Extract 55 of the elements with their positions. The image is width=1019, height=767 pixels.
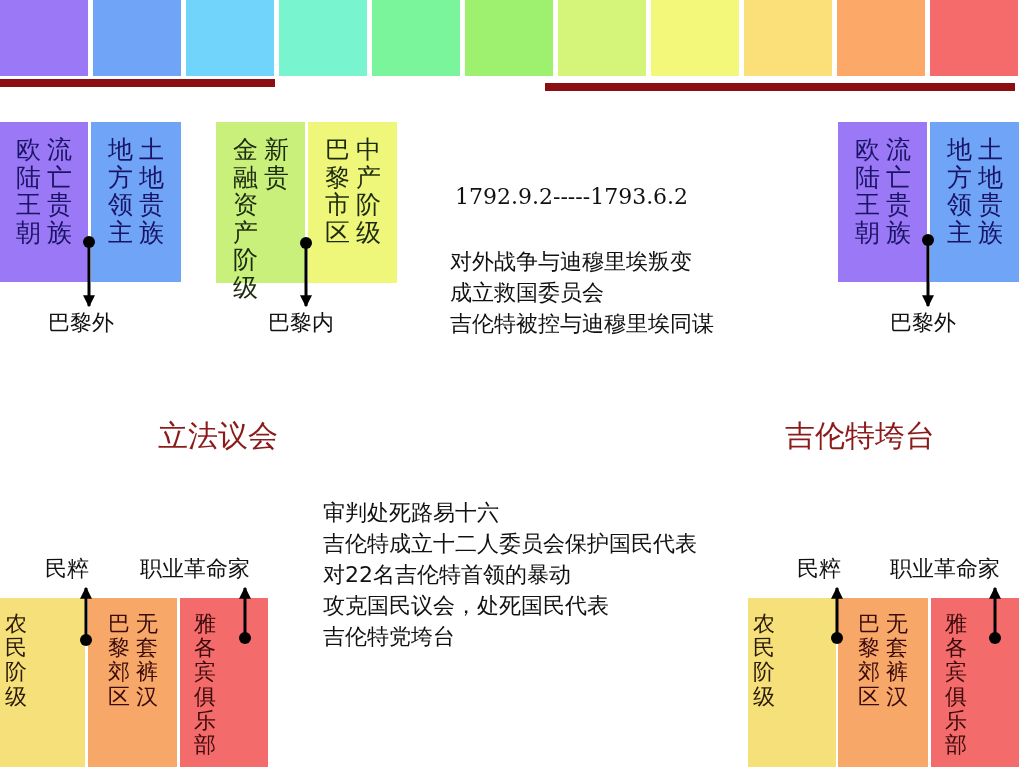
class-box [838, 122, 927, 282]
class-box [930, 122, 1019, 282]
vertical-text: 无套裤汉 [886, 612, 908, 709]
vertical-text: 流亡贵族 [47, 136, 72, 246]
destination-label: 民粹 [797, 556, 841, 583]
event-text: 成立救国委员会 [450, 280, 604, 307]
class-box [838, 598, 928, 767]
vertical-text: 土地贵族 [139, 136, 164, 246]
arrow [80, 586, 92, 646]
destination-label: 职业革命家 [140, 556, 250, 583]
arrow [922, 234, 934, 308]
vertical-text: 巴黎市区 [324, 136, 350, 246]
arrow [83, 236, 95, 308]
vertical-text: 雅各宾俱乐部 [945, 612, 967, 758]
event-text: 对外战争与迪穆里埃叛变 [450, 249, 692, 276]
destination-label: 巴黎内 [268, 310, 334, 337]
class-box [91, 122, 181, 282]
class-box [0, 598, 85, 767]
vertical-text: 巴黎郊区 [107, 612, 130, 709]
vertical-text: 地方领主 [946, 136, 972, 246]
section-heading: 吉伦特垮台 [785, 418, 935, 454]
vertical-text: 巴黎郊区 [858, 612, 880, 709]
destination-label: 巴黎外 [890, 310, 956, 337]
arrow [989, 586, 1001, 644]
class-box [748, 598, 836, 767]
event-text: 吉伦特党垮台 [323, 624, 455, 651]
arrow [831, 586, 843, 644]
event-text: 1792.9.2-----1793.6.2 [455, 184, 689, 211]
event-text: 吉伦特成立十二人委员会保护国民代表 [323, 531, 697, 558]
event-text: 攻克国民议会，处死国民代表 [323, 593, 609, 620]
event-text: 对22名吉伦特首领的暴动 [323, 562, 571, 589]
class-box [180, 598, 268, 767]
event-text: 审判处死路易十六 [323, 500, 499, 527]
section-heading: 立法议会 [158, 418, 278, 454]
class-box [308, 122, 397, 283]
vertical-text: 地方领主 [108, 136, 133, 246]
vertical-text: 欧陆王朝 [854, 136, 880, 246]
vertical-text: 流亡贵族 [885, 136, 911, 246]
vertical-text: 无套裤汉 [135, 612, 158, 709]
arrow [300, 237, 312, 308]
vertical-text: 土地贵族 [977, 136, 1003, 246]
arrow [239, 586, 251, 644]
class-box [931, 598, 1019, 767]
vertical-text: 雅各宾俱乐部 [194, 612, 216, 758]
destination-label: 职业革命家 [890, 556, 1000, 583]
event-text: 吉伦特被控与迪穆里埃同谋 [450, 311, 714, 338]
vertical-text: 农民阶级 [5, 612, 27, 709]
vertical-text: 农民阶级 [753, 612, 775, 709]
vertical-text: 欧陆王朝 [16, 136, 41, 246]
destination-label: 巴黎外 [48, 310, 114, 337]
vertical-text: 中产阶级 [355, 136, 381, 246]
vertical-text: 新贵 [263, 136, 289, 191]
destination-label: 民粹 [45, 556, 89, 583]
class-box [0, 122, 88, 282]
class-box [88, 598, 177, 767]
